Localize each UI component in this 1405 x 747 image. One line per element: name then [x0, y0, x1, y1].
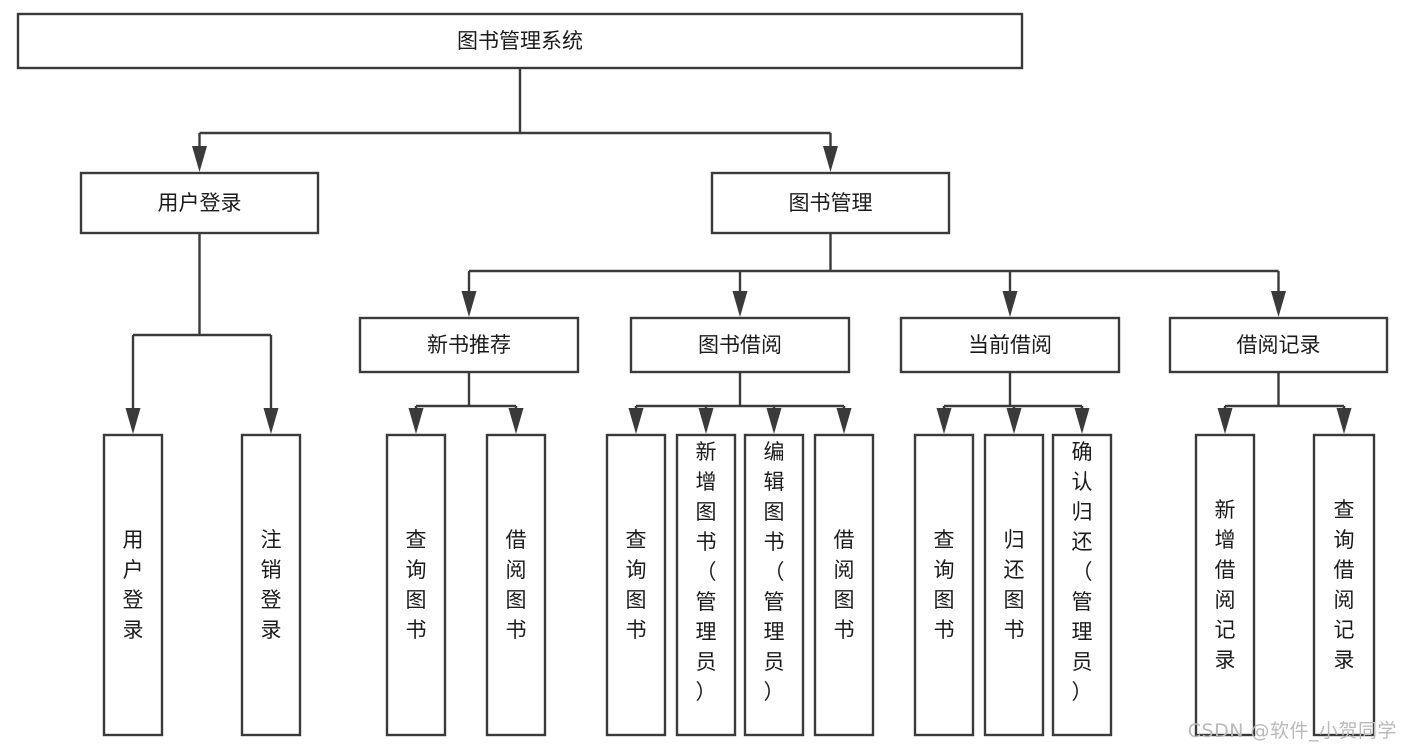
connector-group-user-login — [125, 233, 279, 434]
connector-group-book-borrow — [628, 372, 852, 434]
node-box-leaf-borrow-book-borrow[interactable] — [813, 433, 875, 737]
connector-group-root — [192, 68, 838, 172]
node-box-leaf-borrow-book-recommend[interactable] — [485, 433, 547, 737]
node-box-leaf-logout[interactable] — [240, 433, 302, 737]
node-box-user-login[interactable] — [79, 171, 320, 235]
connector-layer — [125, 68, 1352, 434]
arrow-head-icon — [1271, 291, 1286, 317]
watermark-text: CSDN @软件_小贺同学 — [1187, 720, 1397, 742]
node-leaf-borrow-book-recommend[interactable]: 借阅图书 — [485, 433, 547, 737]
arrow-head-icon — [192, 146, 207, 172]
connector-group-new-book-recommend — [408, 372, 524, 434]
node-box-book-management[interactable] — [710, 171, 951, 235]
node-label-leaf-user-login: 用户登录 — [123, 528, 144, 642]
node-label-current-borrow: 当前借阅 — [968, 333, 1052, 357]
node-box-leaf-query-book-recommend[interactable] — [385, 433, 447, 737]
node-label-leaf-query-book-current: 查询图书 — [934, 528, 955, 642]
arrow-head-icon — [936, 408, 952, 434]
node-new-book-recommend[interactable]: 新书推荐 — [358, 316, 580, 374]
arrow-head-icon — [1002, 291, 1018, 317]
node-current-borrow[interactable]: 当前借阅 — [899, 316, 1121, 374]
arrow-head-icon — [1006, 408, 1022, 434]
node-label-leaf-query-book-recommend: 查询图书 — [406, 528, 427, 642]
node-leaf-return-book[interactable]: 归还图书 — [983, 433, 1045, 737]
node-box-leaf-return-book[interactable] — [983, 433, 1045, 737]
connector-group-book-management — [461, 233, 1286, 317]
node-leaf-query-book-current[interactable]: 查询图书 — [913, 433, 975, 737]
node-leaf-confirm-return-admin[interactable]: 确认归还（管理员） — [1051, 433, 1113, 737]
node-label-book-management: 图书管理 — [789, 191, 873, 215]
node-box-root[interactable] — [16, 12, 1024, 70]
arrow-head-icon — [823, 146, 838, 172]
node-book-management[interactable]: 图书管理 — [710, 171, 951, 235]
node-box-leaf-edit-book-admin[interactable] — [743, 433, 805, 737]
node-box-leaf-add-borrow-record[interactable] — [1194, 433, 1256, 737]
node-box-leaf-query-book-borrow[interactable] — [605, 433, 667, 737]
node-box-leaf-confirm-return-admin[interactable] — [1051, 433, 1113, 737]
node-box-leaf-user-login[interactable] — [102, 433, 164, 737]
node-label-leaf-add-book-admin: 新增图书（管理员） — [696, 440, 717, 704]
node-label-user-login: 用户登录 — [158, 191, 242, 215]
node-leaf-edit-book-admin[interactable]: 编辑图书（管理员） — [743, 433, 805, 737]
node-label-borrow-record: 借阅记录 — [1237, 333, 1321, 357]
node-box-book-borrow[interactable] — [629, 316, 851, 374]
node-leaf-add-borrow-record[interactable]: 新增借阅记录 — [1194, 433, 1256, 737]
node-box-leaf-add-book-admin[interactable] — [675, 433, 737, 737]
node-label-leaf-borrow-book-recommend: 借阅图书 — [506, 528, 527, 642]
arrow-head-icon — [461, 291, 477, 317]
node-book-borrow[interactable]: 图书借阅 — [629, 316, 851, 374]
node-label-leaf-confirm-return-admin: 确认归还（管理员） — [1072, 440, 1093, 704]
arrow-head-icon — [698, 408, 714, 434]
node-leaf-query-book-borrow[interactable]: 查询图书 — [605, 433, 667, 737]
node-label-new-book-recommend: 新书推荐 — [427, 333, 511, 357]
arrow-head-icon — [408, 408, 424, 434]
arrow-head-icon — [836, 408, 852, 434]
node-box-leaf-query-book-current[interactable] — [913, 433, 975, 737]
connector-group-borrow-record — [1217, 372, 1352, 434]
node-layer: 图书管理系统用户登录图书管理新书推荐图书借阅当前借阅借阅记录用户登录注销登录查询… — [16, 12, 1389, 737]
node-label-leaf-query-book-borrow: 查询图书 — [626, 528, 647, 642]
node-label-book-borrow: 图书借阅 — [698, 333, 782, 357]
node-box-borrow-record[interactable] — [1168, 316, 1389, 374]
arrow-head-icon — [1336, 408, 1352, 434]
arrow-head-icon — [1217, 408, 1233, 434]
node-label-leaf-logout: 注销登录 — [261, 528, 282, 642]
arrow-head-icon — [125, 408, 141, 434]
arrow-head-icon — [766, 408, 782, 434]
node-label-leaf-borrow-book-borrow: 借阅图书 — [834, 528, 855, 642]
node-leaf-query-book-recommend[interactable]: 查询图书 — [385, 433, 447, 737]
node-leaf-add-book-admin[interactable]: 新增图书（管理员） — [675, 433, 737, 737]
arrow-head-icon — [732, 291, 748, 317]
arrow-head-icon — [1074, 408, 1090, 434]
node-label-leaf-query-borrow-record: 查询借阅记录 — [1334, 498, 1355, 672]
arrow-head-icon — [263, 408, 279, 434]
node-user-login[interactable]: 用户登录 — [79, 171, 320, 235]
node-box-new-book-recommend[interactable] — [358, 316, 580, 374]
node-label-leaf-edit-book-admin: 编辑图书（管理员） — [764, 440, 785, 704]
node-box-leaf-query-borrow-record[interactable] — [1312, 433, 1376, 737]
node-leaf-query-borrow-record[interactable]: 查询借阅记录 — [1312, 433, 1376, 737]
node-label-leaf-return-book: 归还图书 — [1004, 528, 1025, 642]
arrow-head-icon — [508, 408, 524, 434]
node-leaf-user-login[interactable]: 用户登录 — [102, 433, 164, 737]
node-label-root: 图书管理系统 — [457, 29, 583, 53]
node-root[interactable]: 图书管理系统 — [16, 12, 1024, 70]
node-borrow-record[interactable]: 借阅记录 — [1168, 316, 1389, 374]
node-label-leaf-add-borrow-record: 新增借阅记录 — [1215, 498, 1236, 672]
arrow-head-icon — [628, 408, 644, 434]
node-leaf-borrow-book-borrow[interactable]: 借阅图书 — [813, 433, 875, 737]
node-box-current-borrow[interactable] — [899, 316, 1121, 374]
node-leaf-logout[interactable]: 注销登录 — [240, 433, 302, 737]
connector-group-current-borrow — [936, 372, 1090, 434]
